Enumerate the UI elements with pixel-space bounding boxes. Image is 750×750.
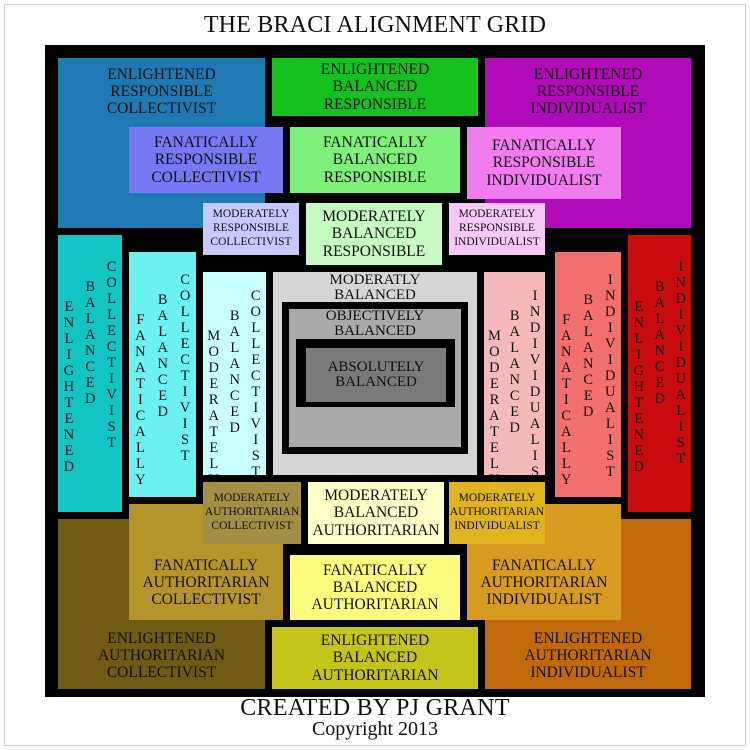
vertical-word: BALANCED [151, 292, 173, 420]
cell-enlightened-balanced-authoritarian: ENLIGHTENED BALANCED AUTHORITARIAN [272, 627, 478, 689]
vertical-word-text: COLLECTIVIST [103, 259, 120, 451]
vertical-word-text: BALANCED [82, 279, 99, 407]
image-border [4, 4, 746, 746]
cell-fanatically-balanced-authoritarian: FANATICALLY BALANCED AUTHORITARIAN [290, 555, 460, 620]
vertical-word-text: FANATICALLY [558, 312, 575, 488]
vertical-word-text: COLLECTIVIST [247, 288, 264, 480]
vertical-word: BALANCED [224, 308, 245, 436]
grid-title: THE BRACI ALIGNMENT GRID [203, 12, 547, 38]
vertical-word: ENLIGHTENED [58, 299, 79, 475]
vertical-word: BALANCED [649, 279, 670, 407]
cell-moderately-authoritarian-collectivist: MODERATELY AUTHORITARIAN COLLECTIVIST [203, 482, 301, 544]
vertical-word-text: INDIVIDUALIST [602, 272, 619, 480]
vertical-word: FANATICALLY [555, 312, 577, 488]
cell-moderately-balanced-responsible: MODERATELY BALANCED RESPONSIBLE [306, 203, 442, 265]
vertical-word: COLLECTIVIST [174, 272, 196, 464]
vertical-word: BALANCED [504, 308, 524, 436]
vertical-word-text: BALANCED [506, 308, 523, 436]
vertical-word-text: FANATICALLY [132, 312, 149, 488]
cell-fanatically-responsible-individualist: FANATICALLY RESPONSIBLE INDIVIDUALIST [467, 127, 621, 199]
vertical-word: INDIVIDUALIST [599, 272, 621, 480]
cell-absolutely-balanced: ABSOLUTELY BALANCED [306, 348, 446, 402]
objectively-balanced-label: OBJECTIVELY BALANCED [325, 308, 425, 339]
credit-line: CREATED BY PJ GRANT [240, 695, 510, 721]
vertical-word: BALANCED [79, 279, 100, 407]
copyright-line: Copyright 2013 [311, 718, 439, 740]
vertical-word-text: BALANCED [580, 292, 597, 420]
vertical-word: INDIVIDUALIST [525, 288, 545, 496]
vertical-word-text: BALANCED [154, 292, 171, 420]
vertical-word: INDIVIDUALIST [670, 259, 691, 467]
cell-enlightened-balanced-responsible: ENLIGHTENED BALANCED RESPONSIBLE [272, 58, 478, 116]
vertical-word: MODERATELY [203, 328, 224, 488]
cell-moderately-responsible-collectivist: MODERATELY RESPONSIBLE COLLECTIVIST [203, 203, 299, 255]
vertical-word-text: COLLECTIVIST [177, 272, 194, 464]
vertical-word: COLLECTIVIST [245, 288, 266, 480]
vertical-word-text: BALANCED [651, 279, 668, 407]
cell-fanatically-responsible-collectivist: FANATICALLY RESPONSIBLE COLLECTIVIST [129, 127, 283, 193]
vertical-word-text: INDIVIDUALIST [527, 288, 544, 496]
vertical-word: BALANCED [577, 292, 599, 420]
cell-moderately-responsible-individualist: MODERATELY RESPONSIBLE INDIVIDUALIST [449, 203, 545, 255]
cell-fanatically-balanced-collectivist: FANATICALLY BALANCED COLLECTIVIST [129, 252, 196, 497]
moderatly-balanced-label: MODERATLY BALANCED [329, 272, 421, 303]
vertical-word: ENLIGHTENED [628, 299, 649, 475]
vertical-word-text: MODERATELY [205, 328, 222, 488]
absolutely-balanced-label: ABSOLUTELY BALANCED [327, 359, 425, 390]
vertical-word-text: MODERATELY [486, 328, 503, 488]
vertical-word-text: ENLIGHTENED [60, 299, 77, 475]
vertical-word: MODERATELY [484, 328, 504, 488]
cell-moderately-balanced-authoritarian: MODERATELY BALANCED AUTHORITARIAN [308, 482, 444, 544]
vertical-word-text: ENLIGHTENED [630, 299, 647, 475]
vertical-word: COLLECTIVIST [101, 259, 122, 451]
cell-fanatically-balanced-responsible: FANATICALLY BALANCED RESPONSIBLE [290, 127, 460, 193]
cell-fanatically-balanced-individualist: FANATICALLY BALANCED INDIVIDUALIST [555, 252, 621, 497]
cell-moderately-authoritarian-individualist: MODERATELY AUTHORITARIAN INDIVIDUALIST [449, 482, 545, 544]
vertical-word-text: INDIVIDUALIST [672, 259, 689, 467]
vertical-word: FANATICALLY [129, 312, 151, 488]
vertical-word-text: BALANCED [226, 308, 243, 436]
